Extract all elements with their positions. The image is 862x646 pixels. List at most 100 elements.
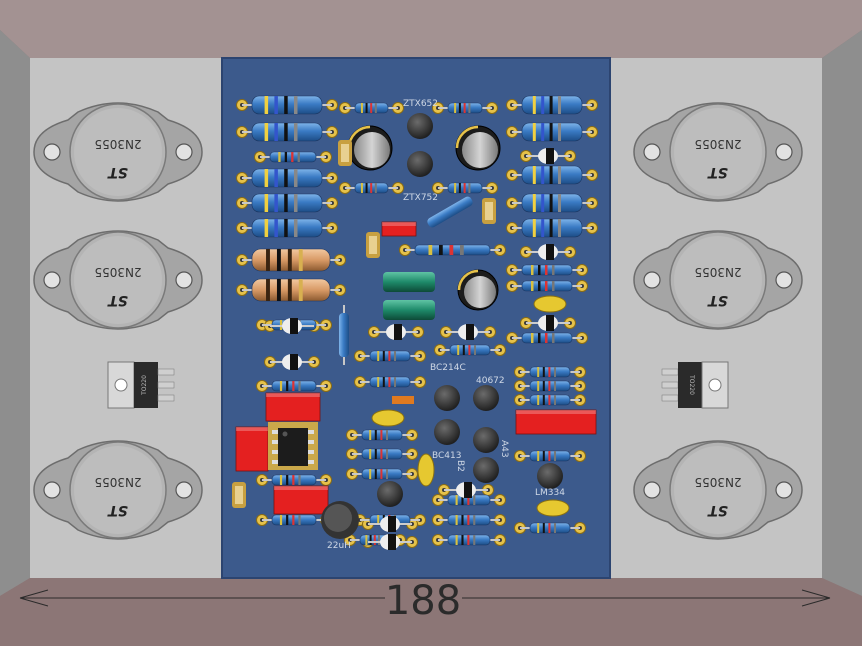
mount-hole-icon [643,481,661,499]
small-transistor [377,481,403,507]
frame-right-wall [822,30,862,596]
regulator-to220: TO220 [107,361,175,409]
st-logo-icon: ST [107,164,128,180]
resistor [438,534,500,546]
regulator-package-label: TO220 [141,375,148,396]
frame-bottom-wall [0,578,862,646]
resistor [352,468,412,480]
resistor [242,218,332,238]
diode [270,354,314,370]
resistor [242,168,332,188]
diode [526,148,570,164]
trimmer-potentiometer [482,198,496,224]
ceramic-capacitor [371,409,405,427]
small-transistor [407,151,433,177]
resistor [360,376,420,388]
small-transistor [537,463,563,489]
mount-hole-icon [175,271,193,289]
mount-hole-icon [43,143,61,161]
small-transistor [473,457,499,483]
regulator-to220: TO220 [661,361,729,409]
mount-hole-icon [775,271,793,289]
resistor [512,218,592,238]
frame-top-wall [0,0,862,58]
regulator-package-label: TO220 [688,374,695,395]
small-transistor [473,427,499,453]
inductor [321,501,359,539]
label-b2: B2 [455,460,465,472]
small-transistor [473,385,499,411]
resistor [438,102,492,114]
resistor [520,450,580,462]
transistor-part-label: 2N3055 [94,475,141,489]
ceramic-capacitor [533,295,567,313]
resistor [352,448,412,460]
transistor-part-label: 2N3055 [94,137,141,151]
resistor [512,165,592,185]
green-capacitor [383,272,435,292]
resistor [260,151,326,163]
mount-hole-icon [43,271,61,289]
mount-hole-icon [775,143,793,161]
resistor [512,122,592,142]
ceramic-capacitor [536,499,570,517]
resistor [339,305,349,365]
power-resistor [242,278,340,302]
st-logo-icon: ST [107,502,128,518]
resistor [360,350,420,362]
diode [444,482,488,498]
resistor [262,474,326,486]
film-capacitor [381,221,417,237]
pcb-board-shade [221,57,611,579]
resistor [520,394,580,406]
label-40672: 40672 [476,376,505,386]
resistor [345,182,398,194]
transistor-part-label: 2N3055 [94,265,141,279]
diode [270,318,314,334]
resistor [242,95,332,115]
label-lm334: LM334 [535,488,565,498]
resistor [438,182,492,194]
resistor [512,280,582,292]
resistor [242,122,332,142]
label-bc413: BC413 [432,451,461,461]
green-capacitor [383,300,435,320]
resistor [405,244,500,256]
label-a43: A43 [499,440,509,458]
resistor [262,380,326,392]
st-logo-icon: ST [707,502,728,518]
frame-left-wall [0,30,30,596]
small-transistor [407,113,433,139]
st-logo-icon: ST [707,292,728,308]
electrolytic-capacitor [455,125,501,171]
resistor [427,196,473,228]
electrolytic-capacitor [347,125,393,171]
label-ztx652: ZTX652 [403,99,438,109]
power-resistor [242,248,340,272]
resistor [440,344,500,356]
film-capacitor [265,392,321,422]
mount-hole-icon [175,481,193,499]
film-capacitor [515,409,597,435]
resistor [438,514,500,526]
electrolytic-capacitor [457,269,499,311]
resistor [242,193,332,213]
ceramic-capacitor [417,453,435,487]
mount-hole-icon [43,481,61,499]
transistor-part-label: 2N3055 [694,137,741,151]
diode [526,315,570,331]
resistor [512,332,582,344]
zener-diode [392,396,414,404]
diode [526,244,570,260]
diode [368,516,412,532]
diode [368,534,412,550]
dimension-value: 188 [385,578,461,624]
st-logo-icon: ST [707,164,728,180]
